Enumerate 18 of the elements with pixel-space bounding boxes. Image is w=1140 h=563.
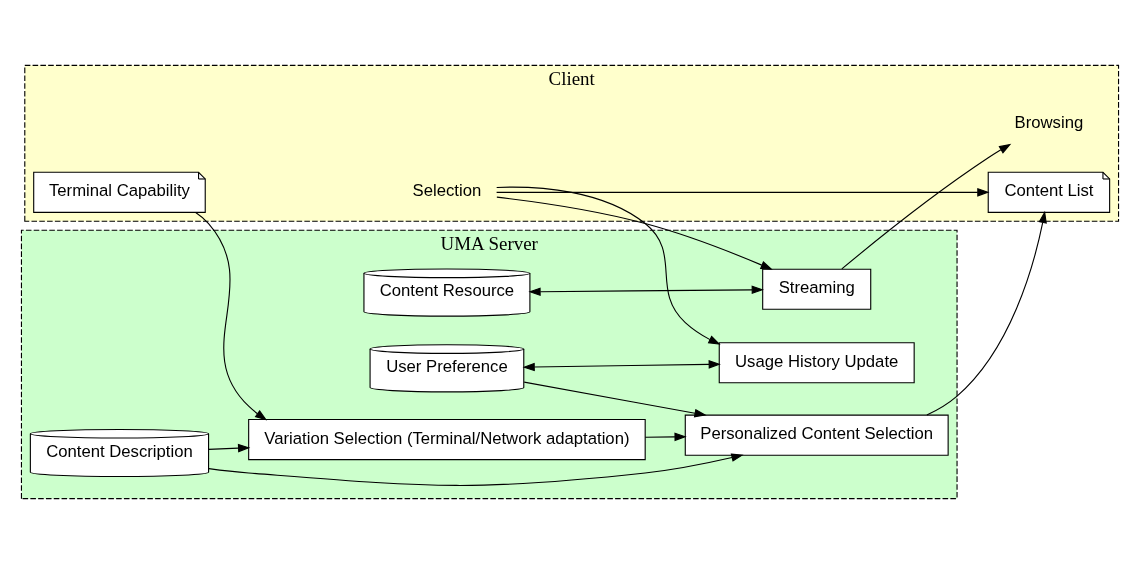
arrow bbox=[496, 186, 721, 345]
arrow bbox=[208, 443, 251, 452]
node-box: Personalized Content Selection bbox=[684, 414, 949, 456]
node-box: Variation Selection (Terminal/Network adaptation) bbox=[248, 418, 646, 460]
arrow bbox=[528, 285, 764, 296]
node-text: Browsing bbox=[1014, 112, 1084, 132]
arrow bbox=[496, 196, 773, 270]
arrow bbox=[523, 381, 707, 417]
node-box: Usage History Update bbox=[718, 341, 915, 383]
node-text: Selection bbox=[412, 180, 482, 200]
arrow bbox=[644, 432, 687, 441]
arrow bbox=[841, 143, 1012, 269]
node-box: Streaming bbox=[762, 268, 872, 310]
arrow bbox=[926, 210, 1047, 416]
arrow bbox=[208, 452, 744, 486]
arrow bbox=[195, 211, 268, 420]
arrow bbox=[522, 359, 721, 371]
arrow bbox=[496, 187, 990, 197]
